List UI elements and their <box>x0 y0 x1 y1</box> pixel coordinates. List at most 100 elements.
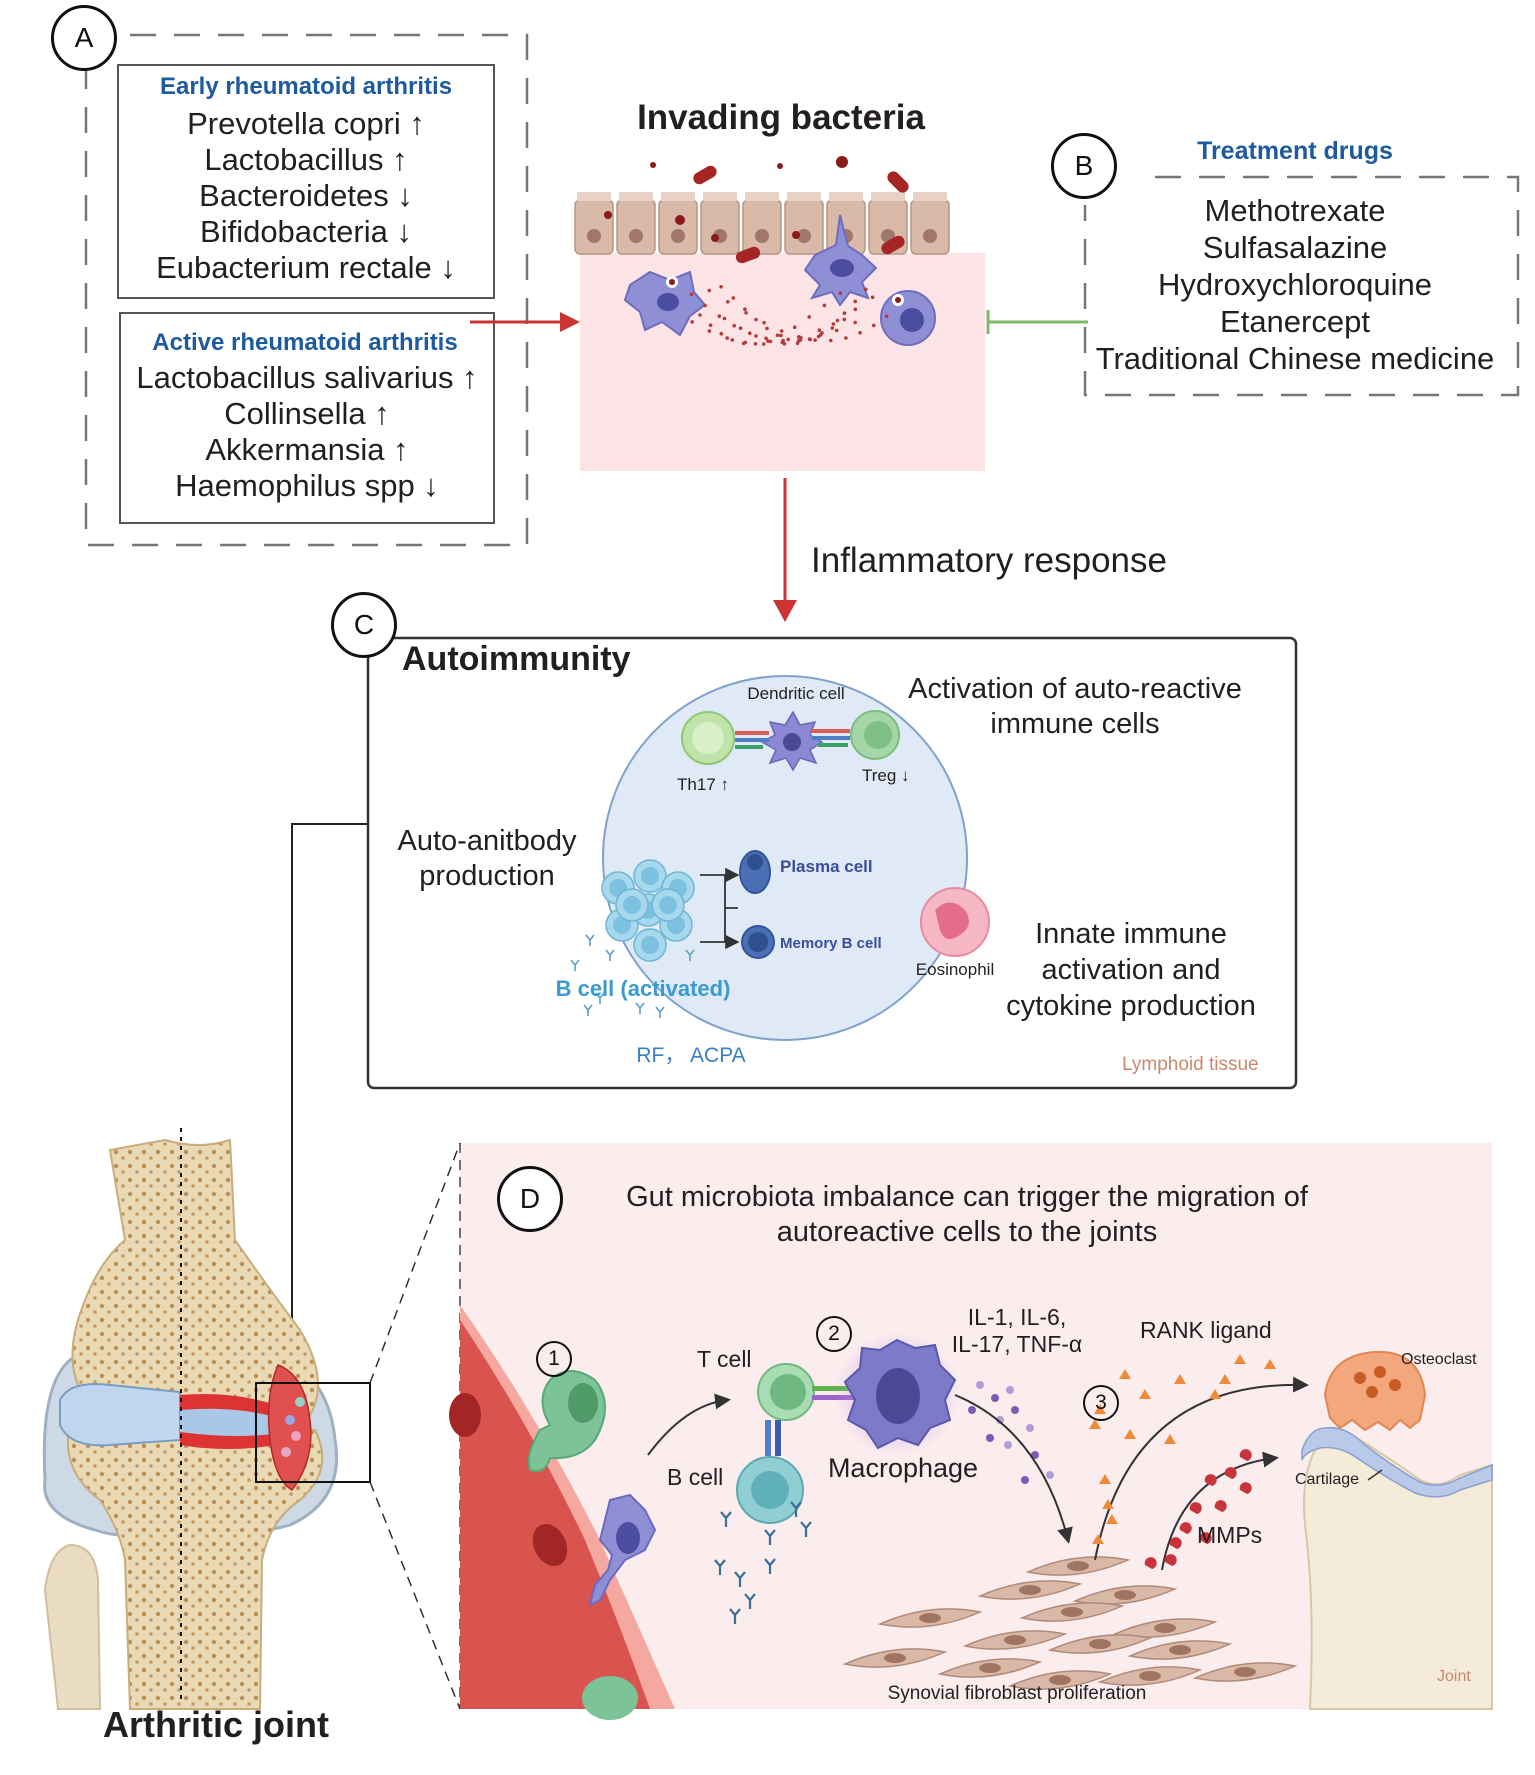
cytokine-dot <box>798 338 803 342</box>
zoom-line-top <box>369 1142 461 1384</box>
antibody-glyph <box>595 992 605 1004</box>
panel-d-title-line-1: Gut microbiota imbalance can trigger the… <box>626 1181 1308 1213</box>
cytokine-dot <box>722 316 727 321</box>
arthritic-knee <box>42 1138 338 1710</box>
enterocyte <box>700 199 740 255</box>
tcr-bcell-link-b <box>775 1420 781 1456</box>
rank-ligand <box>1089 1419 1101 1429</box>
cytokine-dot <box>717 314 722 319</box>
antibody-group <box>714 1501 812 1624</box>
active-ra-item-1: Lactobacillus salivarius ↑ <box>136 360 478 395</box>
enterocyte <box>658 199 698 255</box>
dendritic-cell-gut <box>803 214 878 307</box>
antibody-glyph <box>655 1006 665 1018</box>
enterocyte-nucleus <box>923 229 937 243</box>
cartilage-layer <box>1301 1426 1493 1498</box>
mmp-group <box>1144 1449 1252 1569</box>
cytokine-dot <box>754 334 758 338</box>
cytokine-dot <box>831 322 836 326</box>
fibula <box>43 1543 102 1710</box>
antibody <box>714 1559 726 1575</box>
cytokine <box>1004 1441 1012 1449</box>
mmp <box>1144 1557 1157 1569</box>
rank-ligand <box>1099 1474 1111 1484</box>
cytokine-dot <box>822 303 827 308</box>
femur <box>71 1138 319 1416</box>
cytokine-dot <box>744 311 748 315</box>
arrowhead-a-to-gut <box>560 312 580 332</box>
rank-ligand <box>1092 1534 1104 1544</box>
cytokine <box>991 1394 999 1402</box>
cytokine-dot <box>761 342 766 346</box>
activated-b-nucleus <box>641 936 659 954</box>
knee-zoom-box <box>255 1382 371 1483</box>
blood-cell-green <box>582 1676 638 1720</box>
th17-label: Th17 ↑ <box>677 775 729 794</box>
arthritic-joint-label: Arthritic joint <box>103 1704 329 1745</box>
bacterium-rod <box>693 165 717 185</box>
enterocyte-layer <box>574 192 950 255</box>
activation-text: Activation of auto-reactive immune cells <box>908 672 1242 742</box>
tcr-mac-link-a <box>812 1386 856 1391</box>
cytokine-dot <box>842 317 847 322</box>
rank-ligand-label: RANK ligand <box>1140 1317 1272 1343</box>
tibia <box>67 1423 324 1710</box>
lymphoid-circle <box>602 675 968 1041</box>
antibody-line-1: Auto-anitbody <box>397 825 577 857</box>
osteoclast-label: Osteoclast <box>1401 1351 1477 1368</box>
cytokine-dot <box>708 323 713 328</box>
innate-text: Innate immune activation and cytokine pr… <box>1006 916 1256 1024</box>
microvilli <box>829 192 863 201</box>
fibroblast-nucleus <box>919 1613 941 1623</box>
rank-ligand <box>1264 1359 1276 1369</box>
treg-nucleus <box>864 721 892 749</box>
cytokine-dot <box>726 300 730 304</box>
treatment-title: Treatment drugs <box>1197 137 1393 165</box>
antibody-line-2: production <box>419 860 555 892</box>
active-ra-box <box>119 312 495 524</box>
cytokines-label: IL-1, IL-6, IL-17, TNF-α <box>952 1304 1082 1358</box>
synovial-label: Synovial fibroblast proliferation <box>887 1683 1147 1704</box>
early-ra-item-5: Eubacterium rectale ↓ <box>156 250 456 285</box>
active-ra-list: Lactobacillus salivarius ↑Collinsella ↑A… <box>120 360 494 504</box>
invading-bacteria-title: Invading bacteria <box>637 98 925 137</box>
lymphoid-tissue-label: Lymphoid tissue <box>1122 1054 1259 1075</box>
early-ra-item-2: Lactobacillus ↑ <box>204 142 408 177</box>
bacterium-cocci <box>777 163 783 169</box>
bacterium-cocci <box>650 162 656 168</box>
fibroblast-nucleus <box>1169 1645 1191 1655</box>
mmp <box>1224 1467 1237 1479</box>
bacterium-cocci <box>675 215 685 225</box>
cytokine <box>1026 1424 1034 1432</box>
cytokine-dot <box>807 315 811 319</box>
cytokine-dot <box>829 338 833 343</box>
cytokine-dot <box>731 296 736 300</box>
activated-b-nucleus <box>659 896 677 914</box>
cytokine <box>976 1381 984 1389</box>
panel-b-dashed-frame <box>1083 175 1520 397</box>
panel-d-title-line-2: autoreactive cells to the joints <box>776 1216 1158 1248</box>
fibroblast-nucleus <box>1139 1671 1161 1681</box>
connector-c-to-joint <box>291 823 368 1370</box>
cytokine-dot <box>764 336 768 341</box>
mmp <box>1199 1532 1212 1544</box>
cytokine <box>986 1434 994 1442</box>
bacteria-group <box>604 156 909 264</box>
joint-label: Joint <box>1437 1668 1471 1685</box>
microvilli <box>703 192 737 201</box>
cytokine-dot <box>748 331 752 336</box>
b-cell-label: B cell <box>667 1464 724 1490</box>
antibody-glyph <box>583 1004 593 1016</box>
antibody-glyph <box>585 934 595 946</box>
rank-ligand <box>1139 1389 1151 1399</box>
knee-cell-1 <box>295 1397 305 1407</box>
panel-a-dashed-frame <box>84 33 529 547</box>
drug-item-1: Methotrexate <box>1204 193 1386 228</box>
enterocyte <box>574 199 614 255</box>
cytokine-dot <box>844 336 848 340</box>
fibroblast-nucleus <box>884 1653 906 1663</box>
cytokine-dot <box>732 323 736 328</box>
inflammatory-response-label: Inflammatory response <box>811 541 1167 580</box>
cytokine-dot <box>743 307 747 312</box>
active-ra-title: Active rheumatoid arthritis <box>152 329 458 356</box>
